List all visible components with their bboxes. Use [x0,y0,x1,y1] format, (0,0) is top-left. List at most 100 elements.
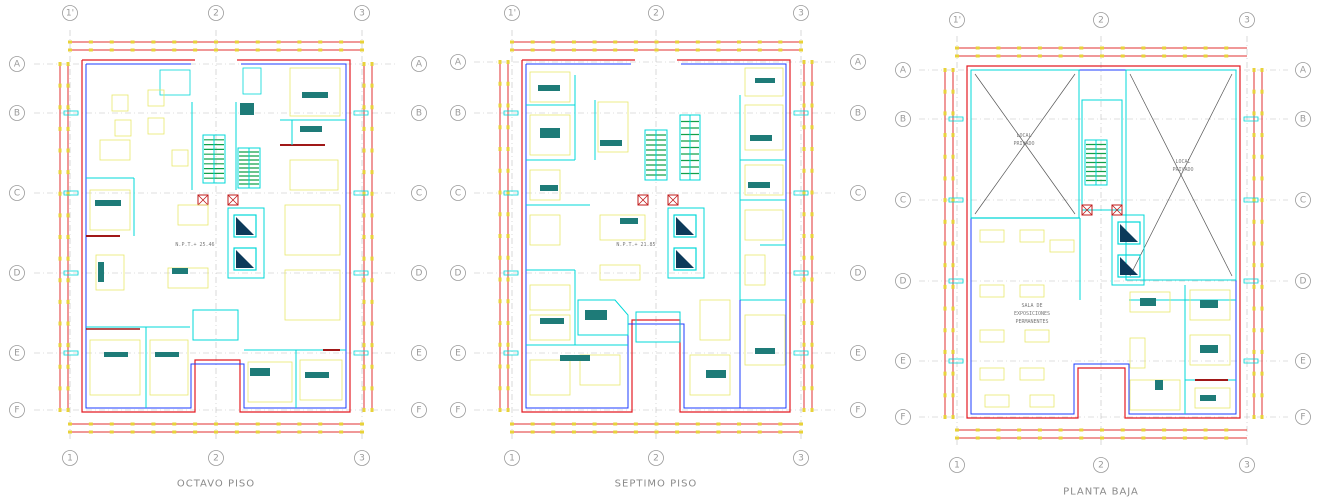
monitor [755,348,775,354]
dim-top-inner-tick [193,48,198,52]
dim-right-inner-tick [1252,284,1256,289]
dim-top-inner-tick [339,48,344,52]
shaft-x-x2 [197,194,209,206]
dim-top-outer-tick [975,46,980,50]
grid-bubble-left-label: F [14,406,19,416]
dim-right-outer-tick [1260,176,1264,181]
dim-left-outer-tick [498,408,502,412]
dim-left-outer-tick [943,415,947,419]
dim-bottom-outer-tick [778,430,783,434]
grid-bubble-top-circle [504,5,520,21]
dim-right-outer-tick [370,126,374,131]
grid-bubble-right-label: C [1300,196,1306,206]
dim-top-inner-tick [276,48,281,52]
dim-top-inner-tick [1017,54,1022,58]
grid-bubble-top-label: 1' [508,9,516,19]
desk [289,67,341,117]
monitor [1200,395,1216,401]
dim-top-outer-tick [1182,46,1187,50]
dim-right-inner-tick [362,299,366,304]
dim-bottom-inner-tick [510,422,514,426]
dim-top-inner-tick [654,48,659,52]
monitor [540,128,560,138]
dim-bottom-inner-tick [530,422,535,426]
grid-bubble-left-circle [895,192,911,208]
dim-top-outer-tick [318,40,323,44]
grid-bubble-right-circle [1295,192,1311,208]
void-x [1129,73,1233,277]
desk [289,159,339,191]
dim-bottom-outer-tick [654,430,659,434]
grid-bubble-left-circle [450,54,466,70]
dim-left-outer-tick [943,263,947,268]
dim-bottom-outer-tick [510,430,514,434]
dim-top-outer-tick [1120,46,1125,50]
dim-left-outer-tick [58,321,62,326]
grid-bubble-left-label: D [455,269,462,279]
dim-bottom-inner-tick [360,422,364,426]
dim-left-inner-tick [66,343,70,348]
grid-bubble-left-circle [895,62,911,78]
dim-right-outer-tick [370,170,374,175]
dim-right-outer-tick [1260,68,1264,72]
dim-left-outer-tick [58,364,62,369]
meeting-chair-group [147,117,165,135]
dim-left-inner-tick [506,386,510,391]
dim-bottom-inner-tick [1224,428,1229,432]
desk [579,354,621,386]
desk [744,314,786,366]
grid-bubble-right-label: E [416,349,422,359]
grid-bubble-top-label: 1' [66,9,74,19]
dim-bottom-inner-tick [1100,428,1104,432]
dim-left-inner-tick [951,111,955,116]
dim-top-inner-tick [613,48,618,52]
grid-bubble-top-label: 1' [953,16,961,26]
elevator-1-fill [676,217,694,235]
dim-bottom-outer-tick [530,430,535,434]
grid-bubble-left-label: B [900,115,906,125]
dim-left-outer-tick [58,126,62,131]
monitor [305,372,329,378]
dim-bottom-outer-tick [109,430,114,434]
dim-top-outer-tick [109,40,114,44]
dim-top-outer-tick [339,40,344,44]
dim-bottom-outer-tick [716,430,721,434]
toilet-room [159,69,191,96]
dim-right-inner-tick [1252,198,1256,203]
dim-right-inner-tick [1252,241,1256,246]
dim-left-outer-tick [498,168,502,173]
grid-bubble-left-label: B [455,109,461,119]
dim-bottom-inner-tick [68,422,72,426]
dim-bottom-inner-tick [276,422,281,426]
grid-bubble-left-circle [895,409,911,425]
desk [529,314,571,341]
dim-right-inner-tick [1252,89,1256,94]
dim-bottom-outer-tick [551,430,556,434]
grid-bubble-right-circle [850,402,866,418]
exhibit-panel [979,229,1005,243]
dim-right-inner-tick [1252,219,1256,224]
dim-top-outer-tick [654,40,659,44]
desk [599,214,646,241]
grid-bubble-left-circle [450,265,466,281]
dim-bottom-inner-tick [318,422,323,426]
dim-top-inner-tick [1058,54,1063,58]
desk [744,209,784,241]
dim-left-outer-tick [498,125,502,130]
dim-left-inner-tick [66,321,70,326]
dim-bottom-outer-tick [799,430,803,434]
dim-left-outer-tick [943,68,947,72]
dim-top-outer-tick [1203,46,1208,50]
dim-bottom-inner-tick [234,422,239,426]
dim-left-inner-tick [506,255,510,260]
dim-top-outer-tick [592,40,597,44]
grid-bubble-right-label: D [1300,277,1307,287]
dim-bottom-inner-tick [339,422,344,426]
grid-bubble-top-label: 3 [1244,16,1250,26]
exhibit-panel [1029,394,1055,408]
elevator-shaft [227,207,265,279]
dim-bottom-inner-tick [996,428,1001,432]
window-left [63,110,79,116]
dim-right-inner-tick [1252,111,1256,116]
dim-top-outer-tick [757,40,762,44]
